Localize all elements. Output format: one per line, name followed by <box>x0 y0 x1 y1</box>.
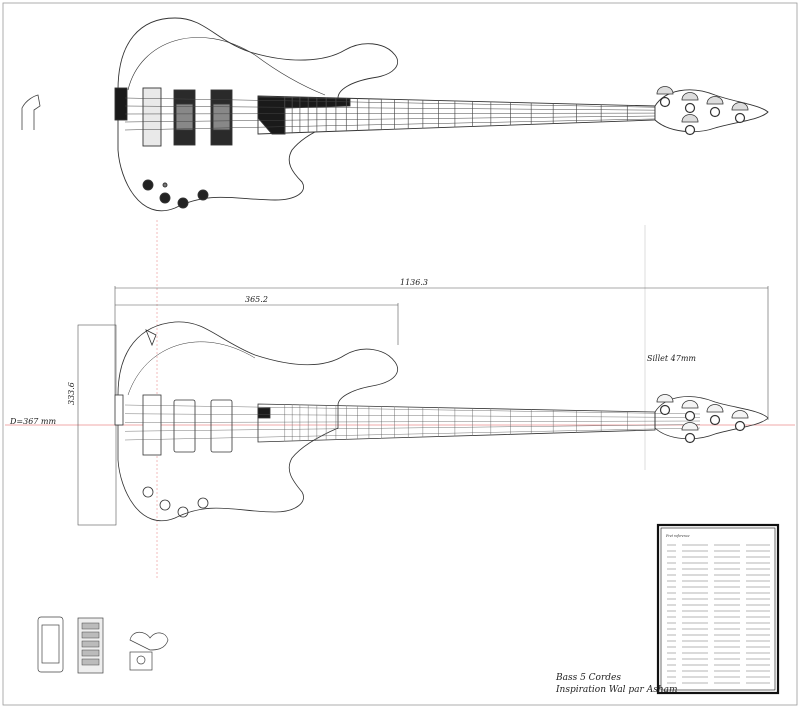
string <box>124 413 701 418</box>
tuner-key <box>681 400 699 409</box>
body-contour <box>127 37 326 96</box>
knob-1 <box>142 179 154 191</box>
tuner-post <box>734 420 746 432</box>
dim-body-span: 365.2 <box>245 295 268 304</box>
string <box>124 97 701 109</box>
tuner-post <box>659 404 671 416</box>
credit-line-1: Bass 5 Cordes <box>555 673 621 683</box>
string <box>124 420 701 423</box>
knob-outline-1 <box>142 486 154 498</box>
bridge-detail <box>37 616 64 673</box>
body-outline <box>117 17 399 211</box>
knob-outline-4 <box>197 497 209 509</box>
tuner-key <box>681 114 699 123</box>
string <box>124 105 701 111</box>
strings-top <box>124 97 701 131</box>
tuner-post <box>684 102 696 114</box>
tuner-post <box>684 410 696 422</box>
string <box>124 117 701 131</box>
strings-bottom <box>124 404 701 441</box>
saddle <box>81 649 100 657</box>
neck-outline-2 <box>257 403 656 443</box>
string <box>124 424 701 432</box>
tuner-post <box>709 414 721 426</box>
saddle <box>81 658 100 666</box>
tuner-key <box>731 410 749 419</box>
dim-body-height: 333.6 <box>67 382 76 405</box>
tuner-post <box>659 96 671 108</box>
fret-table: Fret reference <box>656 523 780 695</box>
saddle <box>81 631 100 639</box>
saddle <box>81 622 100 630</box>
knob-outline-3 <box>177 506 189 518</box>
dim-scale-length: 1136.3 <box>400 278 428 287</box>
top-horn-arrow <box>145 329 157 347</box>
knob-outline-2 <box>159 499 171 511</box>
tuner-key <box>681 422 699 431</box>
bridge-block-2 <box>142 394 162 456</box>
tuners-bottom <box>656 394 749 444</box>
bridge-block <box>142 87 162 147</box>
tuners-top <box>656 86 749 136</box>
knob-4 <box>197 189 209 201</box>
body-contour-2 <box>127 341 256 396</box>
bridge-plate-2 <box>114 394 124 426</box>
string <box>124 404 701 415</box>
dim-nut: Sillet 47mm <box>647 354 696 363</box>
bridge-plate <box>114 87 128 121</box>
pickup-neck-pole <box>212 103 231 131</box>
string <box>124 427 701 441</box>
fret-table-title: Fret reference <box>665 534 690 538</box>
jack <box>162 182 168 188</box>
bass-outline-view <box>114 321 769 521</box>
tuner-key <box>656 394 674 403</box>
bass-top-view <box>114 17 769 211</box>
string <box>124 112 701 115</box>
tuner-post <box>709 106 721 118</box>
tuner-key <box>706 96 724 105</box>
tuner-key <box>731 102 749 111</box>
saddle <box>81 640 100 648</box>
knob-2 <box>159 192 171 204</box>
tuner-key <box>706 404 724 413</box>
credit-line-2: Inspiration Wal par Asham <box>555 685 678 695</box>
truss-access <box>257 407 271 419</box>
cutaway-sketch <box>21 94 41 130</box>
tuner-post <box>684 124 696 136</box>
tuner-post <box>734 112 746 124</box>
pickup-neck-2 <box>210 399 233 453</box>
pickup-bridge-pole <box>175 103 194 131</box>
tuner-post <box>684 432 696 444</box>
tuner-key <box>656 86 674 95</box>
tuner-detail <box>129 631 169 651</box>
string <box>124 115 701 123</box>
detail-parts <box>37 616 169 674</box>
pickup-bridge-2 <box>173 399 196 453</box>
knob-3 <box>177 197 189 209</box>
tuner-key <box>681 92 699 101</box>
dim-diameter: D=367 mm <box>9 417 57 426</box>
body-outline-2 <box>117 321 398 521</box>
